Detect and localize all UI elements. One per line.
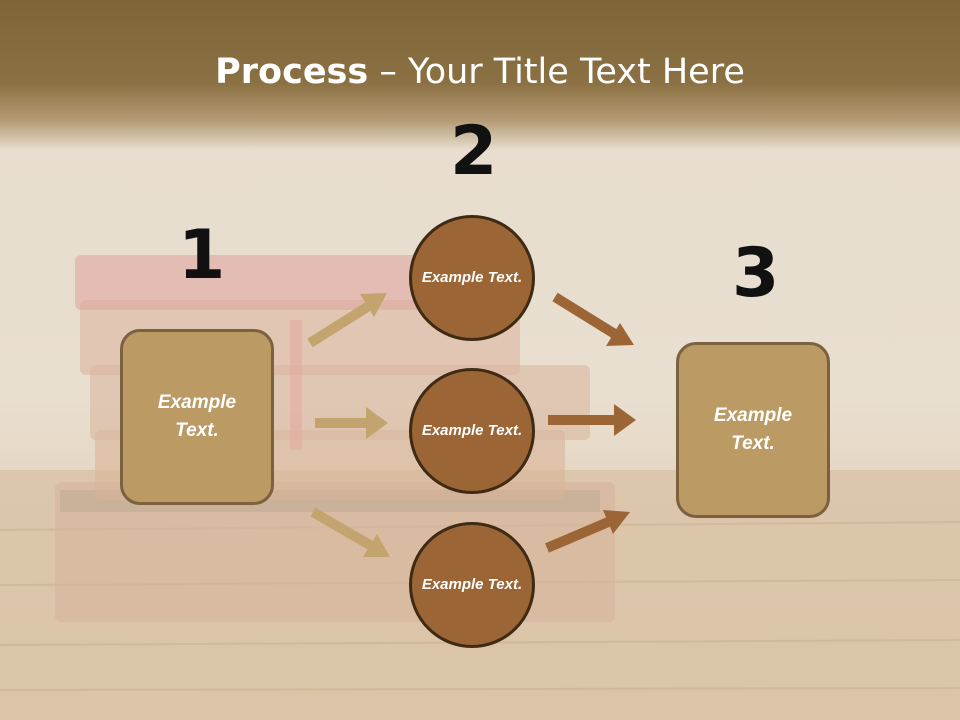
arrow-left-to-top [307,293,387,348]
step-number-2: 2 [450,112,498,191]
arrow-left-to-middle [315,407,388,439]
circle-node-bottom: Example Text. [409,522,535,648]
step-number-3: 3 [732,234,780,313]
arrow-left-to-bottom [310,507,390,557]
left-box-text: Example Text. [157,391,237,442]
left-process-box: Example Text. [120,329,274,505]
step-number-1: 1 [178,216,226,295]
right-box-text: Example Text. [713,404,793,455]
title-rest: – Your Title Text Here [368,52,745,92]
arrow-middle-to-right [548,404,636,436]
circle-bottom-text: Example Text. [421,576,523,594]
arrow-bottom-to-right [545,510,630,553]
circle-node-middle: Example Text. [409,368,535,494]
circle-node-top: Example Text. [409,215,535,341]
circle-middle-text: Example Text. [421,422,523,440]
slide-title: Process – Your Title Text Here [0,52,960,92]
right-process-box: Example Text. [676,342,830,518]
title-bold: Process [215,52,369,92]
header-band [0,0,960,150]
arrow-top-to-right [552,292,634,346]
circle-top-text: Example Text. [421,269,523,287]
